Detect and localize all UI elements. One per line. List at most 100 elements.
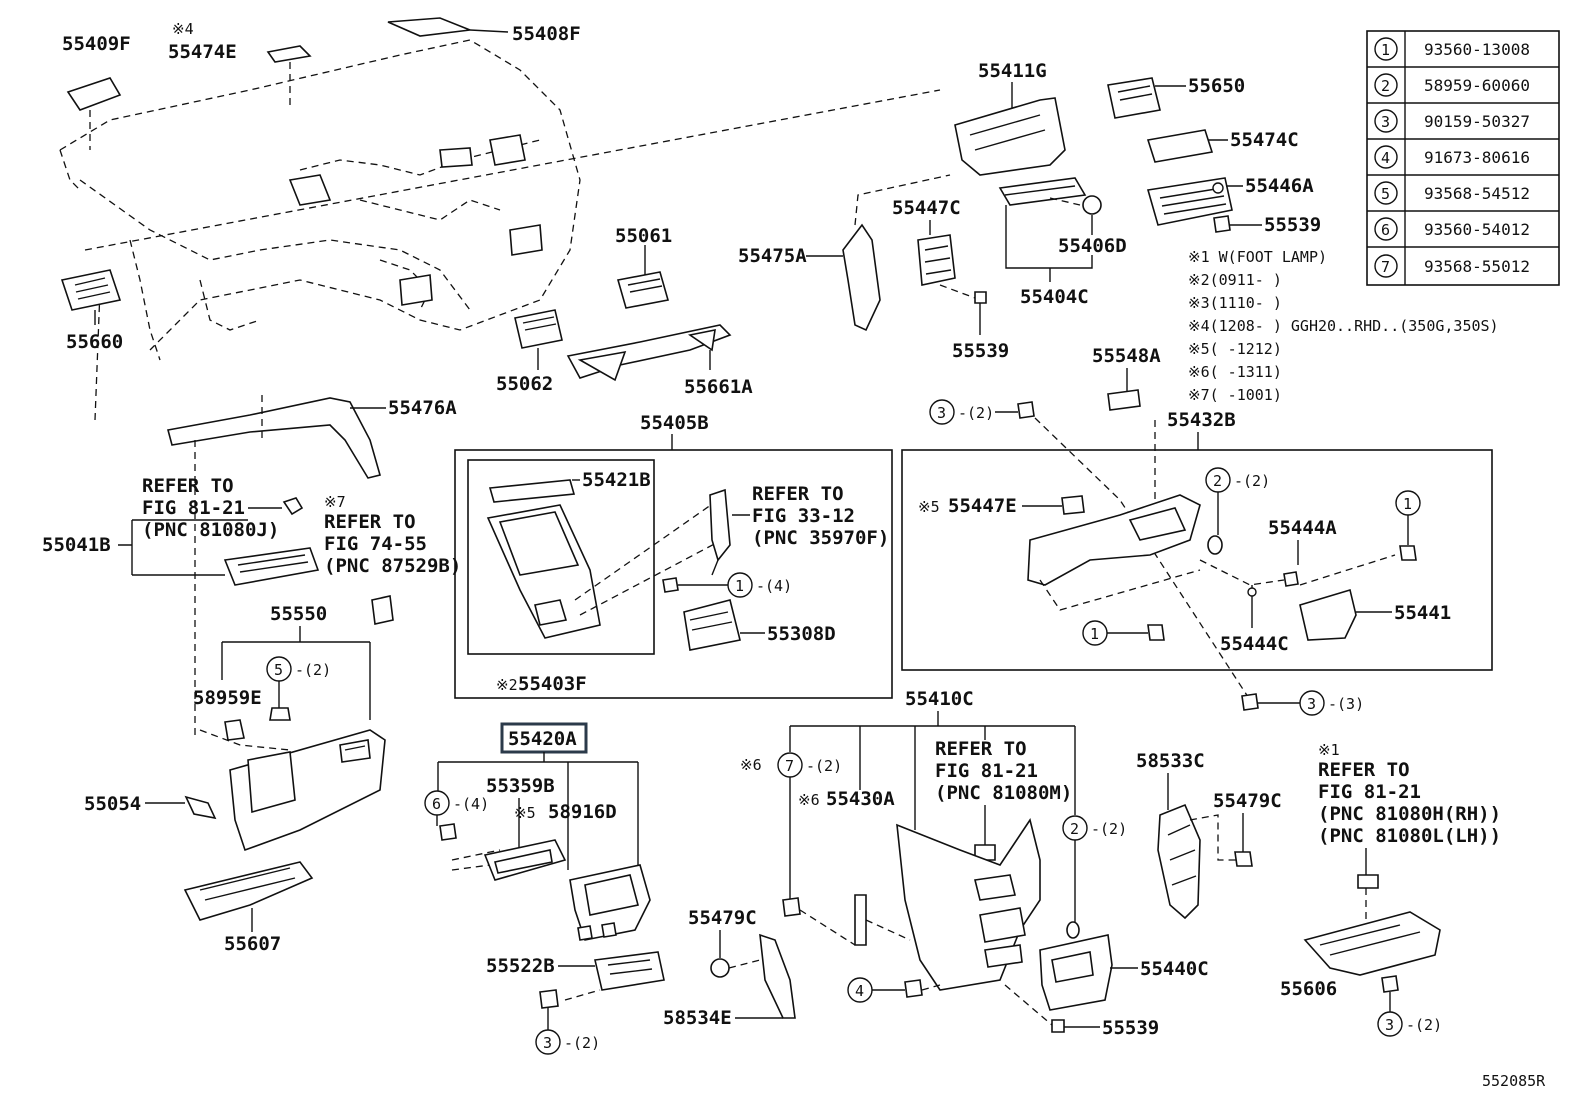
svg-text:6: 6 bbox=[432, 795, 441, 813]
group-55405B: 55405B 55421B ※2 55403F REFER TO FIG 33-… bbox=[454, 412, 893, 699]
label-55041B: 55041B bbox=[42, 534, 111, 556]
svg-text:93568-55012: 93568-55012 bbox=[1424, 257, 1530, 276]
svg-text:2: 2 bbox=[1213, 472, 1222, 490]
svg-text:-(4): -(4) bbox=[453, 795, 489, 813]
label-55660: 55660 bbox=[66, 331, 123, 353]
group-55420A: 55420A 55359B ※5 58916D 6 -(4) 55522B 3 bbox=[424, 722, 665, 1055]
label-55548A: 55548A bbox=[1092, 345, 1161, 367]
part-55446A: 55446A 55539 bbox=[1146, 175, 1321, 236]
ref-81-21-b-l2: FIG 81-21 bbox=[935, 760, 1038, 782]
callout-2-2-center: 2 -(2) bbox=[1062, 815, 1127, 841]
label-55411G: 55411G bbox=[978, 60, 1047, 82]
callout-4: 4 bbox=[847, 977, 873, 1003]
part-55411G: 55411G 55406D 55404C bbox=[954, 60, 1127, 308]
label-58959E: 58959E bbox=[193, 687, 262, 709]
instrument-panel-outline bbox=[59, 39, 941, 421]
part-55447C: 55447C 55539 bbox=[892, 197, 1009, 362]
label-55447C: 55447C bbox=[892, 197, 961, 219]
label-55446A: 55446A bbox=[1245, 175, 1314, 197]
legend-row-2: 2 58959-60060 bbox=[1374, 73, 1530, 97]
label-55054: 55054 bbox=[84, 793, 141, 815]
group-55432B: 55432B 3 -(2) ※5 55447E 2 -(2) 55444A bbox=[901, 399, 1493, 701]
svg-text:93560-13008: 93560-13008 bbox=[1424, 40, 1530, 59]
part-55650: 55650 bbox=[1107, 75, 1245, 119]
label-55539-b: 55539 bbox=[952, 340, 1009, 362]
part-55061: 55061 bbox=[615, 225, 672, 309]
svg-text:-(2): -(2) bbox=[806, 757, 842, 775]
label-58916D: 58916D bbox=[548, 801, 617, 823]
mark-2: ※2 bbox=[496, 676, 518, 694]
callout-3-3-group: 3 -(3) bbox=[1241, 690, 1364, 716]
mark-7: ※7 bbox=[324, 493, 346, 511]
part-55054: 55054 bbox=[84, 793, 217, 820]
footnote-4: ※4(1208- ) GGH20..RHD..(350G,350S) bbox=[1188, 317, 1499, 335]
part-55062: 55062 bbox=[496, 309, 563, 395]
svg-text:3: 3 bbox=[937, 404, 946, 422]
part-55606: ※1 REFER TO FIG 81-21 (PNC 81080H(RH)) (… bbox=[1280, 741, 1501, 1037]
svg-text:1: 1 bbox=[735, 577, 744, 595]
part-55548A: 55548A bbox=[1092, 345, 1161, 411]
ref-74-55-l2: FIG 74-55 bbox=[324, 533, 427, 555]
label-55410C: 55410C bbox=[905, 688, 974, 710]
label-55550: 55550 bbox=[270, 603, 327, 625]
label-55404C: 55404C bbox=[1020, 286, 1089, 308]
part-55041B: REFER TO FIG 81-21 (PNC 81080J) ※7 REFER… bbox=[42, 395, 461, 740]
label-55062: 55062 bbox=[496, 373, 553, 395]
legend-row-4: 4 91673-80616 bbox=[1374, 145, 1530, 169]
svg-text:-(2): -(2) bbox=[1234, 472, 1270, 490]
callout-3-2-bottom: 3 -(2) bbox=[535, 1029, 600, 1055]
svg-text:7: 7 bbox=[1381, 258, 1390, 276]
svg-text:-(3): -(3) bbox=[1328, 695, 1364, 713]
part-55409F: 55409F bbox=[62, 33, 131, 150]
label-58533C: 58533C bbox=[1136, 750, 1205, 772]
group-55410C: 55410C ※6 7 -(2) ※6 55430A REFER TO FIG … bbox=[740, 688, 1209, 1039]
part-55607: 55607 bbox=[183, 861, 314, 955]
svg-text:-(2): -(2) bbox=[1406, 1016, 1442, 1034]
ref-33-12-l1: REFER TO bbox=[752, 483, 844, 505]
svg-text:93560-54012: 93560-54012 bbox=[1424, 220, 1530, 239]
footnote-5: ※5( -1212) bbox=[1188, 340, 1282, 358]
part-55474E: ※4 55474E bbox=[168, 20, 312, 105]
part-55476A: 55476A bbox=[167, 397, 457, 479]
label-55308D: 55308D bbox=[767, 623, 836, 645]
mark-6-a: ※6 bbox=[740, 756, 762, 774]
ref-33-12-l3: (PNC 35970F) bbox=[752, 527, 889, 549]
footnote-3: ※3(1110- ) bbox=[1188, 294, 1282, 312]
ref-81-21-c-l4: (PNC 81080L(LH)) bbox=[1318, 825, 1501, 847]
callout-3-2-right: 3 -(2) bbox=[1377, 1011, 1442, 1037]
label-58534E: 58534E bbox=[663, 1007, 732, 1029]
label-55405B: 55405B bbox=[640, 412, 709, 434]
svg-text:5: 5 bbox=[274, 661, 283, 679]
diagram-id: 552085R bbox=[1482, 1072, 1546, 1090]
label-55403F: 55403F bbox=[518, 673, 587, 695]
svg-text:1: 1 bbox=[1381, 41, 1390, 59]
part-58533C: 58533C 55479C bbox=[1136, 750, 1282, 920]
label-55475A: 55475A bbox=[738, 245, 807, 267]
svg-text:4: 4 bbox=[855, 982, 864, 1000]
ref-81-21-c-l3: (PNC 81080H(RH)) bbox=[1318, 803, 1501, 825]
legend-row-1: 1 93560-13008 bbox=[1374, 37, 1530, 61]
ref-81-21-a-l1: REFER TO bbox=[142, 475, 234, 497]
svg-text:90159-50327: 90159-50327 bbox=[1424, 112, 1530, 131]
callout-3-2-top: 3 -(2) bbox=[929, 399, 994, 425]
ref-81-21-a-l3: (PNC 81080J) bbox=[142, 519, 279, 541]
label-55539-a: 55539 bbox=[1264, 214, 1321, 236]
svg-text:3: 3 bbox=[1385, 1016, 1394, 1034]
label-55661A: 55661A bbox=[684, 376, 753, 398]
part-55660: 55660 bbox=[60, 269, 123, 353]
svg-text:-(2): -(2) bbox=[1091, 820, 1127, 838]
callout-1-4: 1 -(4) bbox=[727, 572, 792, 598]
ref-81-21-b-l3: (PNC 81080M) bbox=[935, 782, 1072, 804]
svg-text:-(4): -(4) bbox=[756, 577, 792, 595]
callout-1-left: 1 bbox=[1082, 620, 1108, 646]
svg-text:58959-60060: 58959-60060 bbox=[1424, 76, 1530, 95]
label-55421B: 55421B bbox=[582, 469, 651, 491]
svg-text:3: 3 bbox=[1307, 695, 1316, 713]
mark-6-b: ※6 bbox=[798, 791, 820, 809]
callout-7-2: 7 -(2) bbox=[777, 752, 842, 778]
ref-74-55-l1: REFER TO bbox=[324, 511, 416, 533]
label-55061: 55061 bbox=[615, 225, 672, 247]
legend-table: 1 93560-13008 2 58959-60060 3 90159-5032… bbox=[1366, 30, 1560, 286]
callout-3-3: 3 -(3) bbox=[1299, 690, 1364, 716]
